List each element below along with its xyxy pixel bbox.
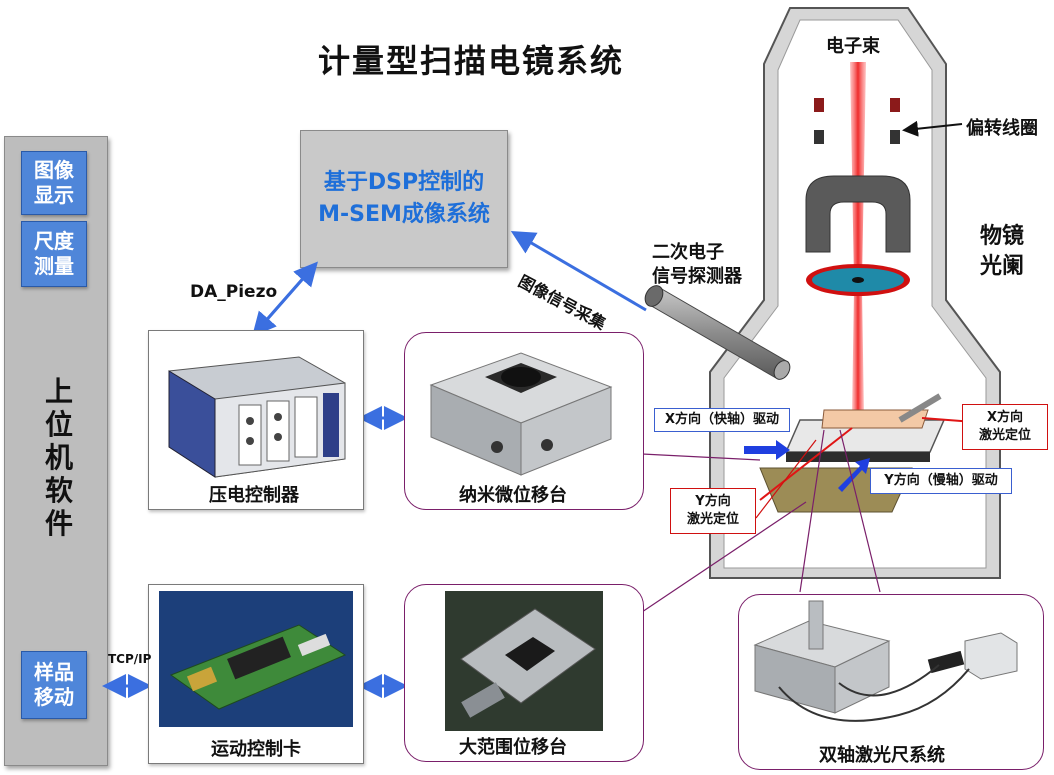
deflection-coil-label: 偏转线圈 [966,118,1038,139]
secondary-detector-icon [644,285,791,380]
deflection-coil-icon [814,98,824,112]
host-software-label: 上位机软件 [44,375,73,540]
motion-card-image [159,591,353,727]
laser-system-callout: 双轴激光尺系统 [738,594,1044,770]
y-laser-line-1: Y方向 [695,494,731,509]
nano-stage-callout: 纳米微位移台 [404,332,644,510]
scale-measure-button[interactable]: 尺度测量 [21,221,87,287]
image-display-button[interactable]: 图像显示 [21,151,87,215]
page-title: 计量型扫描电镜系统 [318,42,625,80]
scale-measure-label: 尺度测量 [34,229,74,278]
dsp-line-1: 基于DSP控制的 [323,170,485,195]
image-display-label: 图像显示 [34,158,74,207]
nano-stage-caption: 纳米微位移台 [459,485,567,506]
x-drive-arrow [744,440,790,460]
piezo-controller-caption: 压电控制器 [209,485,299,506]
motion-card-caption: 运动控制卡 [211,739,301,760]
tcp-ip-label: TCP/IP [108,652,152,666]
motion-card-frame: 运动控制卡 [148,584,364,764]
piezo-controller-image [168,356,346,478]
electron-beam [850,62,866,280]
y-laser-label: Y方向 激光定位 [670,488,756,534]
x-laser-line-2: 激光定位 [978,428,1031,443]
electron-beam-label: 电子束 [826,36,880,57]
dsp-line-2: M-SEM成像系统 [318,202,490,227]
x-laser-line-1: X方向 [986,410,1024,425]
image-signal-arrow [510,230,647,312]
secondary-detector-label-1: 二次电子 [652,242,724,263]
sample-move-label: 样品移动 [34,660,74,709]
y-drive-arrow [838,458,870,492]
laser-system-image [753,600,1018,722]
laser-system-caption: 双轴激光尺系统 [819,745,945,766]
y-drive-label: Y方向（慢轴）驱动 [870,468,1012,494]
nano-stage-image [429,352,613,476]
aperture-label-2: 光阑 [980,254,1025,279]
large-stage-callout: 大范围位移台 [404,584,644,762]
aperture-label-1: 物镜 [980,224,1025,249]
large-stage-caption: 大范围位移台 [459,737,567,758]
host-software-panel: 图像显示 尺度测量 上位机软件 样品移动 [4,136,108,766]
piezo-controller-frame: 压电控制器 [148,330,364,510]
sample-move-button[interactable]: 样品移动 [21,651,87,719]
x-drive-label: X方向（快轴）驱动 [654,408,790,432]
da-piezo-label: DA_Piezo [190,282,278,302]
objective-lens-icon [805,175,911,253]
large-stage-image [445,591,603,731]
secondary-detector-label-2: 信号探测器 [652,266,742,287]
dsp-imaging-system-box: 基于DSP控制的 M-SEM成像系统 [300,130,508,268]
x-laser-label: X方向 激光定位 [962,404,1048,450]
y-laser-line-2: 激光定位 [686,512,739,527]
